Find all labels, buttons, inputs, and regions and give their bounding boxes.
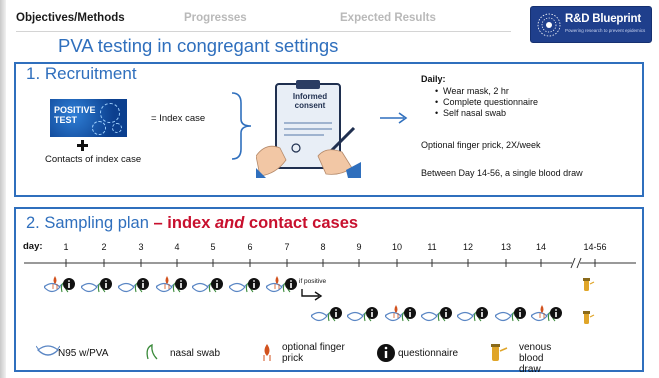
daily-sample-icons: [263, 276, 300, 300]
blood-draw-note: Between Day 14-56, a single blood draw: [421, 168, 583, 178]
day-tick-label: 9: [356, 242, 362, 252]
sampling-heading-contact: contact cases: [248, 214, 359, 232]
tab-expected-results[interactable]: Expected Results: [340, 12, 436, 24]
day-tick-label: 11: [427, 242, 437, 252]
day-tick-label: 12: [462, 242, 474, 252]
daily-sample-icons: [382, 305, 419, 329]
daily-sample-icons: [41, 276, 78, 300]
blood-draw-icon: [582, 309, 602, 329]
page-title: PVA testing in congregant settings: [58, 35, 339, 56]
day-tick-label: 7: [284, 242, 290, 252]
daily-sample-icons: [418, 305, 455, 329]
tab-progresses[interactable]: Progresses: [184, 12, 247, 24]
daily-sample-icons: [189, 276, 226, 300]
daily-item: Self nasal swab: [435, 108, 538, 119]
day-tick-label: 5: [210, 242, 216, 252]
daily-requirements: Daily: Wear mask, 2 hr Complete question…: [421, 74, 538, 119]
day-tick-label: 14: [535, 242, 547, 252]
daily-item: Complete questionnaire: [435, 97, 538, 108]
finger-prick-icon: [260, 343, 278, 368]
contacts-label: Contacts of index case: [45, 154, 142, 165]
day-tick-label: 2: [101, 242, 107, 252]
n95-mask-icon: [35, 343, 61, 368]
down-right-arrow-icon: [301, 289, 323, 301]
day-tick-label: 14-56: [583, 242, 607, 252]
daily-sample-icons: [492, 305, 529, 329]
right-arrow-icon: [380, 112, 408, 124]
index-case-label: = Index case: [151, 113, 206, 124]
sampling-plan-panel: [14, 207, 644, 372]
day-tick-label: 3: [138, 242, 144, 252]
blood-draw-icon: [582, 276, 602, 296]
day-tick-label: 1: [63, 242, 69, 252]
sampling-heading-and: and: [214, 214, 245, 232]
nasal-swab-icon: [143, 343, 165, 368]
legend-label: N95 w/PVA: [58, 348, 109, 359]
logo-subtitle: Powering research to prevent epidemics: [565, 28, 646, 33]
daily-sample-icons: [344, 305, 381, 329]
curly-brace-icon: [231, 92, 252, 160]
day-tick-label: 6: [247, 242, 253, 252]
daily-sample-icons: [308, 305, 345, 329]
sampling-heading-index: – index: [153, 214, 211, 232]
if-positive-label: if positive: [299, 278, 327, 285]
positive-test-image: POSITIVE TEST: [50, 99, 127, 137]
daily-sample-icons: [115, 276, 152, 300]
day-tick-label: 10: [391, 242, 403, 252]
tab-divider: [16, 31, 511, 32]
informed-consent-label: Informed consent: [292, 92, 328, 110]
optional-finger-prick-note: Optional finger prick, 2X/week: [421, 140, 541, 150]
plus-icon: [77, 140, 88, 151]
left-shadow-strip: [0, 0, 6, 378]
positive-test-label: POSITIVE TEST: [54, 105, 96, 125]
legend-label: optional finger prick: [282, 342, 345, 364]
day-timeline: [24, 257, 636, 269]
recruitment-heading: 1. Recruitment: [26, 64, 137, 83]
logo-title: R&D Blueprint: [565, 13, 641, 25]
day-tick-label: 13: [500, 242, 512, 252]
informed-consent-illustration: [256, 80, 361, 178]
day-axis-label: day:: [23, 241, 43, 252]
sampling-heading: 2. Sampling plan – index and contact cas…: [26, 214, 358, 233]
legend-label: questionnaire: [398, 348, 459, 359]
daily-sample-icons: [78, 276, 115, 300]
globe-icon: [537, 13, 561, 37]
daily-title: Daily:: [421, 74, 446, 84]
legend-label: nasal swab: [170, 348, 221, 359]
daily-list: Wear mask, 2 hr Complete questionnaire S…: [421, 86, 538, 119]
sampling-heading-prefix: 2. Sampling plan: [26, 214, 149, 232]
rd-blueprint-logo: R&D Blueprint Powering research to preve…: [530, 6, 652, 43]
daily-sample-icons: [454, 305, 491, 329]
questionnaire-icon: [375, 343, 397, 368]
day-tick-label: 8: [320, 242, 326, 252]
legend-label: venous blood draw: [519, 342, 552, 375]
daily-sample-icons: [226, 276, 263, 300]
daily-sample-icons: [153, 276, 190, 300]
tab-objectives-methods[interactable]: Objectives/Methods: [16, 12, 125, 24]
daily-item: Wear mask, 2 hr: [435, 86, 538, 97]
tab-bar: Objectives/Methods Progresses Expected R…: [16, 12, 526, 32]
blood-draw-icon: [488, 343, 512, 368]
daily-sample-icons: [528, 305, 565, 329]
day-tick-label: 4: [174, 242, 180, 252]
